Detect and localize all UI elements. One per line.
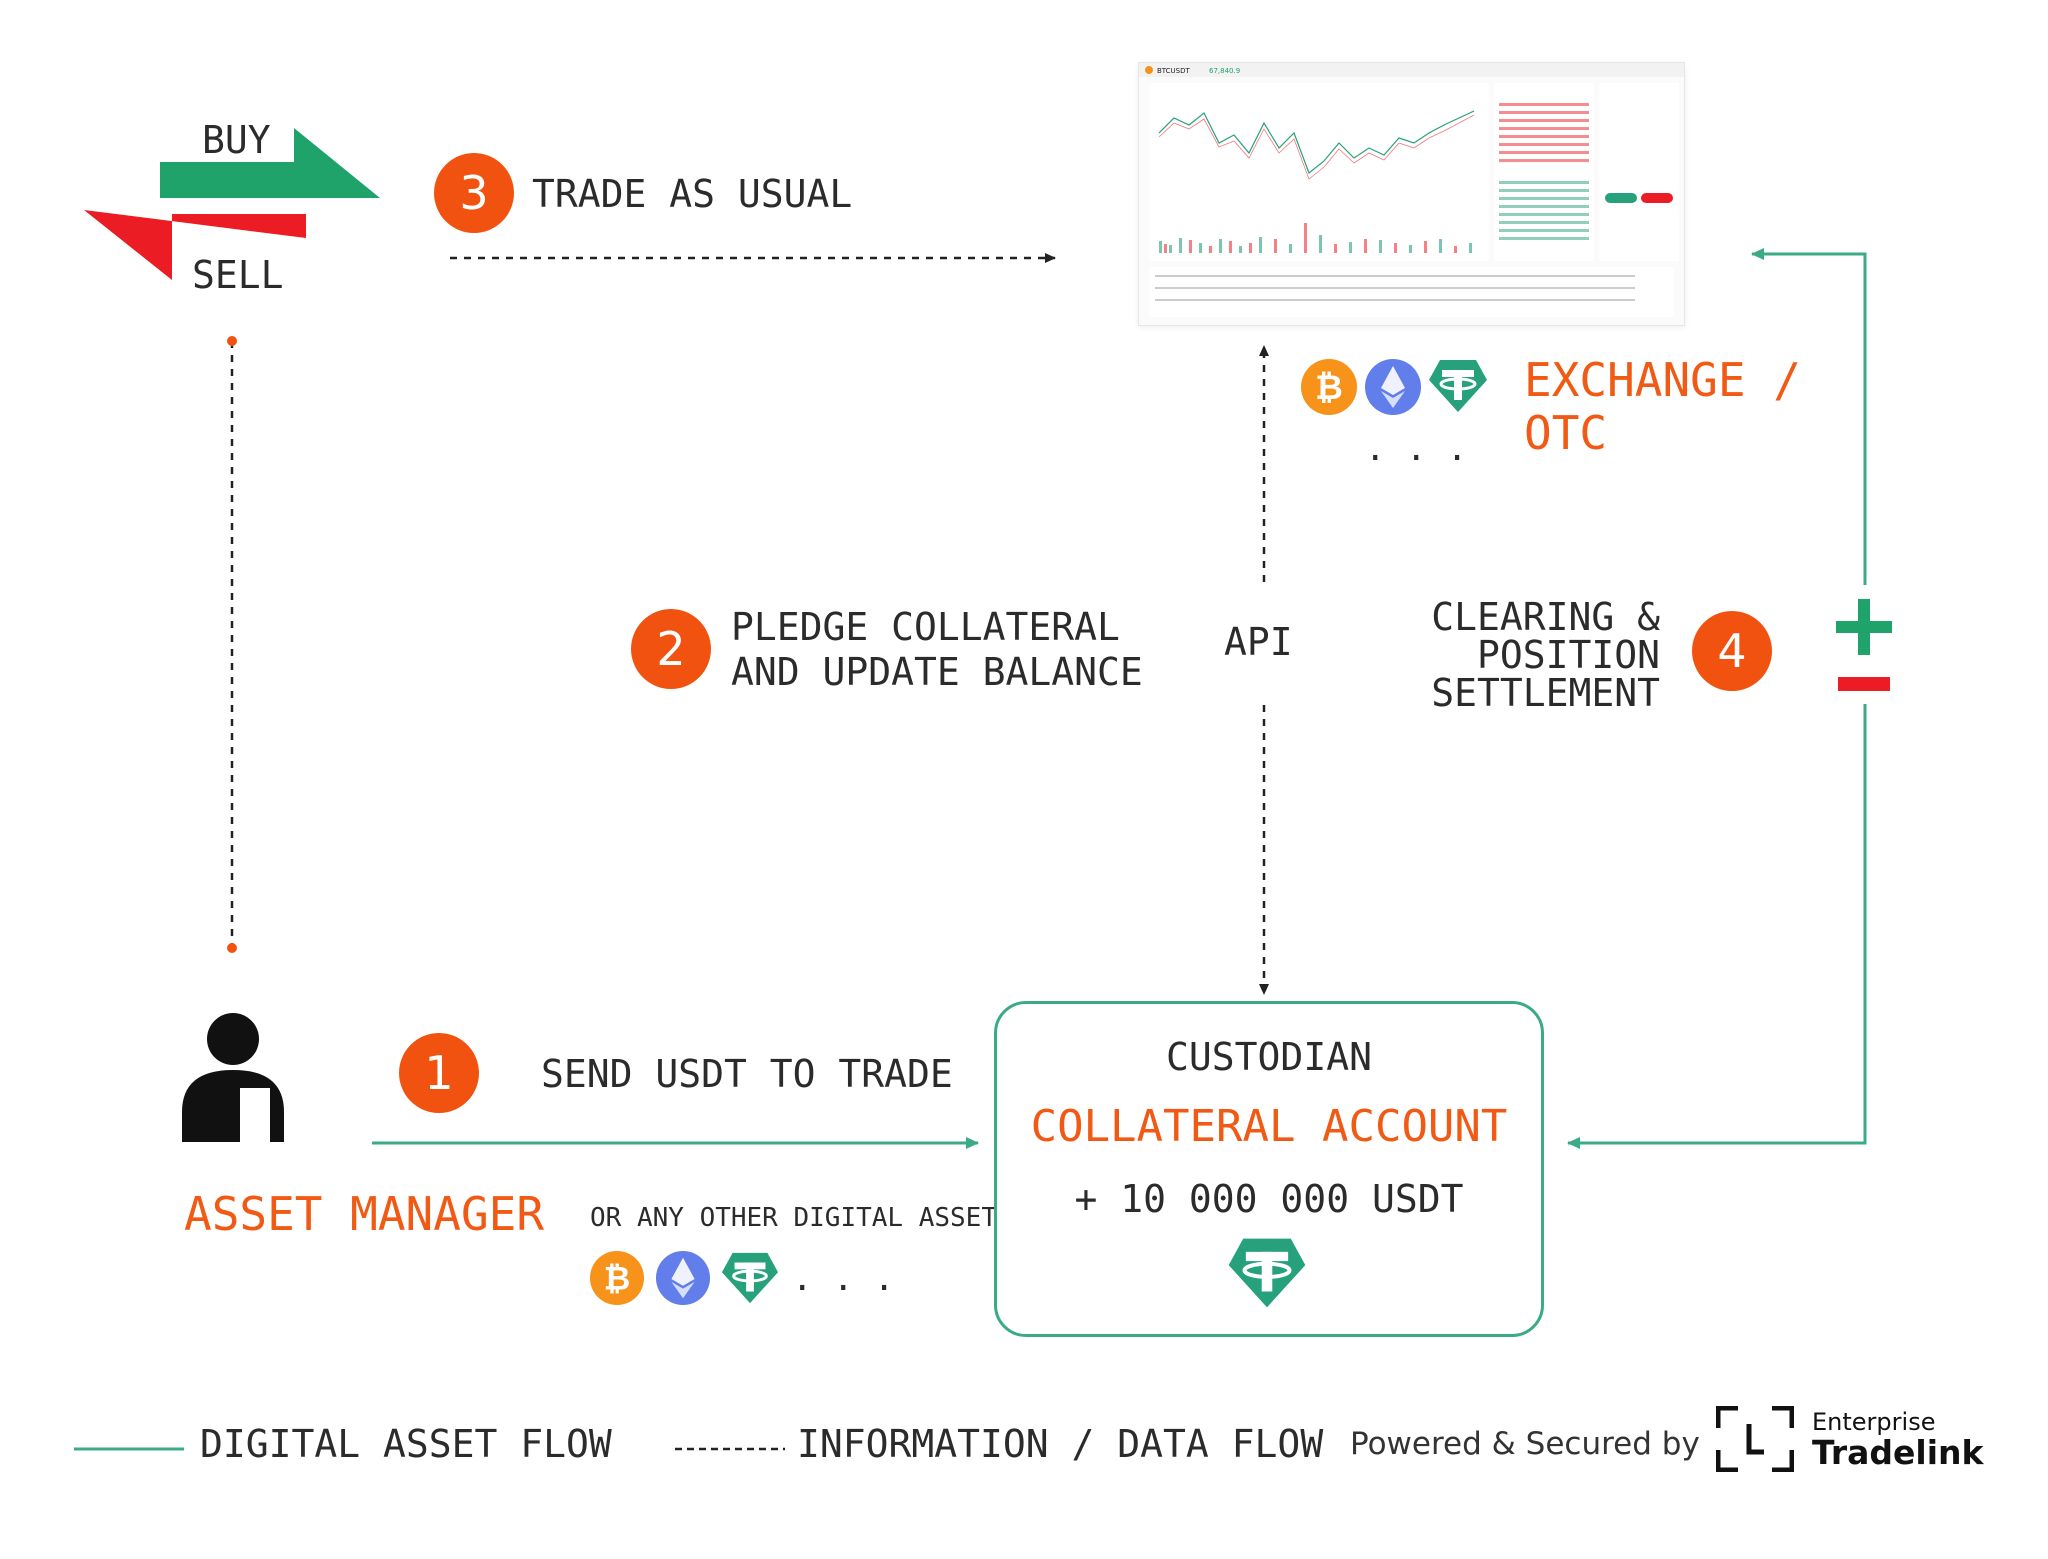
manager-ethereum-icon <box>655 1250 711 1310</box>
sell-arrow-icon <box>84 210 306 280</box>
exchange-bitcoin-icon: ₿ <box>1300 358 1358 420</box>
powered-by-text: Powered & Secured by <box>1350 1426 1700 1462</box>
tradelink-logo <box>1715 1405 1795 1476</box>
custodian-box <box>994 1001 1544 1337</box>
settlement-flow-up <box>1751 248 1867 585</box>
api-label: API <box>1224 620 1293 664</box>
link-dot-top <box>227 336 237 346</box>
custodian-title: CUSTODIAN <box>1166 1035 1372 1079</box>
step-4-label-line1: CLEARING & <box>1431 595 1660 639</box>
step-4-label-line3: SETTLEMENT <box>1431 671 1660 715</box>
buy-sell-icon <box>84 128 380 280</box>
step-2-label-line2: AND UPDATE BALANCE <box>731 650 1143 694</box>
buy-label: BUY <box>202 118 271 162</box>
svg-text:₿: ₿ <box>604 1260 631 1298</box>
trading-chart-thumbnail: BTCUSDT 67,840.9 <box>1139 63 1684 317</box>
plus-sign: + <box>1834 597 1894 657</box>
exchange-label-line2: OTC <box>1524 406 1608 460</box>
step-3-badge: 3 <box>434 153 514 233</box>
collateral-amount: + 10 000 000 USDT <box>1074 1177 1464 1221</box>
step-4-badge: 4 <box>1692 611 1772 691</box>
step-2-badge: 2 <box>631 609 711 689</box>
step-1-badge: 1 <box>399 1033 479 1113</box>
exchange-tether-icon <box>1428 358 1488 418</box>
manager-bitcoin-icon: ₿ <box>589 1250 645 1310</box>
legend-asset-flow-label: DIGITAL ASSET FLOW <box>200 1422 612 1466</box>
legend-data-flow-label: INFORMATION / DATA FLOW <box>797 1422 1324 1466</box>
custodian-tether-icon <box>1226 1236 1308 1314</box>
buy-arrow-icon <box>160 128 380 198</box>
svg-text:67,840.9: 67,840.9 <box>1209 67 1240 75</box>
step-4-label: CLEARING & POSITION SETTLEMENT <box>1380 598 1660 712</box>
screenshot-ticker: BTCUSDT <box>1157 67 1191 75</box>
step-1-label: SEND USDT TO TRADE <box>541 1052 953 1096</box>
person-icon <box>182 1012 284 1146</box>
svg-text:₿: ₿ <box>1315 368 1343 408</box>
brand-top: Enterprise <box>1812 1408 1936 1436</box>
minus-sign: − <box>1838 676 1890 691</box>
exchange-label-line1: EXCHANGE / <box>1524 353 1801 407</box>
link-dot-bottom <box>227 943 237 953</box>
asset-manager-label: ASSET MANAGER <box>184 1187 545 1241</box>
exchange-more-assets: . . . <box>1365 429 1468 469</box>
alt-assets-label: OR ANY OTHER DIGITAL ASSET <box>590 1203 997 1233</box>
manager-more-assets: . . . <box>792 1259 895 1299</box>
exchange-screenshot: BTCUSDT 67,840.9 <box>1138 62 1685 326</box>
sell-label: SELL <box>192 253 284 297</box>
step-3-label: TRADE AS USUAL <box>532 172 853 216</box>
manager-tether-icon <box>721 1250 779 1310</box>
step-4-label-line2: POSITION <box>1476 633 1660 677</box>
collateral-account-label: COLLATERAL ACCOUNT <box>1030 1101 1508 1152</box>
step-2-label-line1: PLEDGE COLLATERAL <box>731 605 1120 649</box>
settlement-flow-down <box>1567 704 1867 1149</box>
exchange-ethereum-icon <box>1364 358 1422 420</box>
brand-bottom: Tradelink <box>1812 1433 1984 1472</box>
